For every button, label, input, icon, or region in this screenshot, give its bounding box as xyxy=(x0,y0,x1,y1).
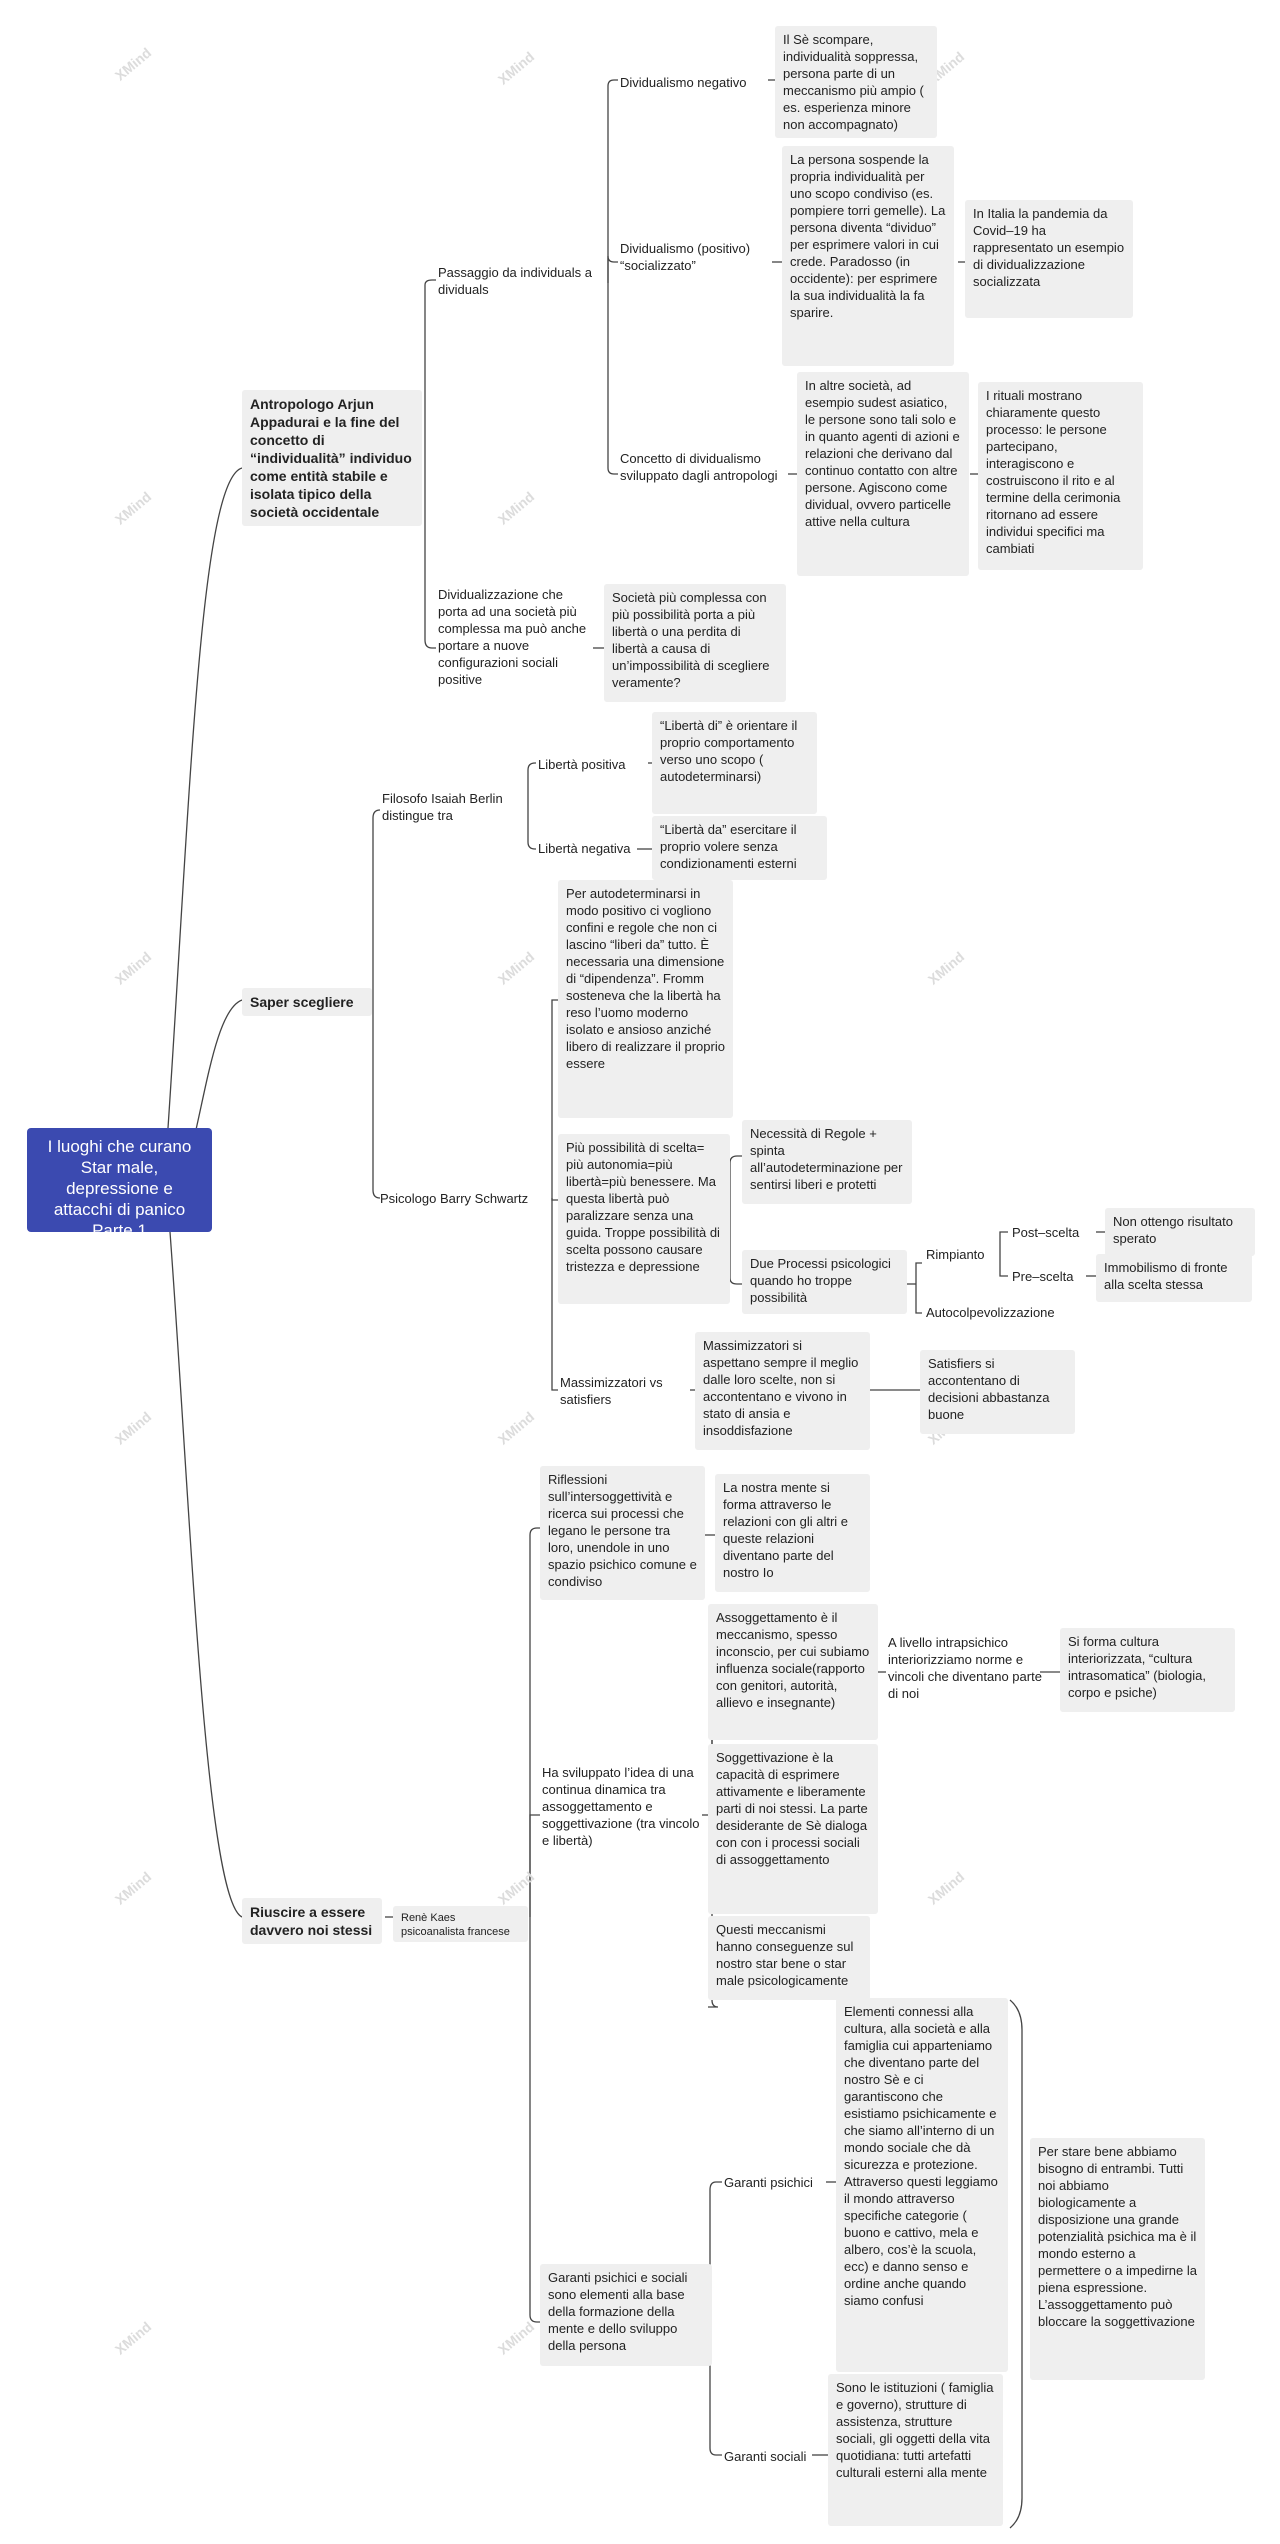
node-autodeterminarsi[interactable]: Per autodeterminarsi in modo positivo ci… xyxy=(558,880,733,1118)
node-pre-scelta[interactable]: Pre–scelta xyxy=(1012,1269,1074,1284)
node-garanti-sociali[interactable]: Garanti sociali xyxy=(724,2449,807,2464)
node-dividualismo-negativo[interactable]: Dividualismo negativo xyxy=(620,75,747,90)
node-riflessioni[interactable]: Riflessioni sull’intersoggettività e ric… xyxy=(540,1466,705,1600)
node-assoggettamento[interactable]: Assoggettamento è il meccanismo, spesso … xyxy=(708,1604,878,1740)
node-concetto-desc[interactable]: In altre società, ad esempio sudest asia… xyxy=(797,372,969,576)
node-idea[interactable]: Ha sviluppato l’idea di una continua din… xyxy=(542,1765,700,1848)
link-root-branch3 xyxy=(169,1231,243,1918)
node-societa[interactable]: Società più complessa con più possibilit… xyxy=(604,584,786,702)
node-regole[interactable]: Necessità di Regole + spinta all’autodet… xyxy=(742,1120,912,1204)
node-satisfiers[interactable]: Satisfiers si accontentano di decisioni … xyxy=(920,1350,1075,1434)
node-dividualizzazione[interactable]: Dividualizzazione che porta ad una socie… xyxy=(438,587,587,687)
node-garanti[interactable]: Garanti psichici e sociali sono elementi… xyxy=(540,2264,712,2366)
node-schwartz[interactable]: Psicologo Barry Schwartz xyxy=(380,1191,529,1206)
node-autocolpevolizzazione[interactable]: Autocolpevolizzazione xyxy=(926,1305,1055,1320)
node-liberta-positiva[interactable]: Libertà positiva xyxy=(538,757,626,772)
node-positivo-desc[interactable]: La persona sospende la propria individua… xyxy=(782,146,954,366)
node-rituali[interactable]: I rituali mostrano chiaramente questo pr… xyxy=(978,382,1143,570)
node-negativa-desc[interactable]: “Libertà da” esercitare il proprio voler… xyxy=(652,816,827,880)
branch-appadurai[interactable]: Antropologo Arjun Appadurai e la fine de… xyxy=(242,390,422,526)
node-kaes[interactable]: Renè Kaes psicoanalista francese xyxy=(393,1906,528,1942)
node-post-scelta[interactable]: Post–scelta xyxy=(1012,1225,1080,1240)
node-massimizzatori[interactable]: Massimizzatori vs satisfiers xyxy=(560,1375,663,1407)
node-liberta-negativa[interactable]: Libertà negativa xyxy=(538,841,631,856)
node-meccanismi[interactable]: Questi meccanismi hanno conseguenze sul … xyxy=(708,1916,870,2000)
node-massimizzatori-desc[interactable]: Massimizzatori si aspettano sempre il me… xyxy=(695,1332,870,1450)
node-positiva-desc[interactable]: “Libertà di” è orientare il proprio comp… xyxy=(652,712,817,814)
node-berlin[interactable]: Filosofo Isaiah Berlin distingue tra xyxy=(382,791,503,823)
node-post-desc[interactable]: Non ottengo risultato sperato xyxy=(1105,1208,1255,1256)
node-sociali-desc[interactable]: Sono le istituzioni ( famiglia e governo… xyxy=(828,2374,1003,2526)
node-negativo-desc[interactable]: Il Sè scompare, individualità soppressa,… xyxy=(775,26,937,138)
node-pre-desc[interactable]: Immobilismo di fronte alla scelta stessa xyxy=(1096,1254,1252,1302)
node-dividualismo-positivo[interactable]: Dividualismo (positivo) “socializzato” xyxy=(620,241,751,273)
node-garanti-psichici[interactable]: Garanti psichici xyxy=(724,2175,813,2190)
branch-saper-scegliere[interactable]: Saper scegliere xyxy=(242,988,372,1016)
node-positivo-italia[interactable]: In Italia la pandemia da Covid–19 ha rap… xyxy=(965,200,1133,318)
node-passaggio[interactable]: Passaggio da individuals a dividuals xyxy=(438,265,592,297)
bracket xyxy=(1009,1999,1023,2529)
node-intrapsichico[interactable]: A livello intrapsichico interiorizziamo … xyxy=(888,1635,1042,1701)
node-rimpianto[interactable]: Rimpianto xyxy=(926,1247,985,1262)
node-psichici-desc[interactable]: Elementi connessi alla cultura, alla soc… xyxy=(836,1998,1008,2372)
node-possibilita[interactable]: Più possibilità di scelta= più autonomia… xyxy=(558,1134,730,1304)
node-cultura[interactable]: Si forma cultura interiorizzata, “cultur… xyxy=(1060,1628,1235,1712)
node-processi[interactable]: Due Processi psicologici quando ho tropp… xyxy=(742,1250,907,1314)
node-soggettivazione[interactable]: Soggettivazione è la capacità di esprime… xyxy=(708,1744,878,1914)
node-concetto[interactable]: Concetto di dividualismo sviluppato dagl… xyxy=(620,451,778,483)
node-stare-bene[interactable]: Per stare bene abbiamo bisogno di entram… xyxy=(1030,2138,1205,2380)
link-root-branch1 xyxy=(167,467,243,1129)
root-topic[interactable]: I luoghi che curano Star male, depressio… xyxy=(27,1128,212,1240)
node-mente[interactable]: La nostra mente si forma attraverso le r… xyxy=(715,1474,870,1592)
branch-essere-noi-stessi[interactable]: Riuscire a essere davvero noi stessi xyxy=(242,1898,382,1944)
